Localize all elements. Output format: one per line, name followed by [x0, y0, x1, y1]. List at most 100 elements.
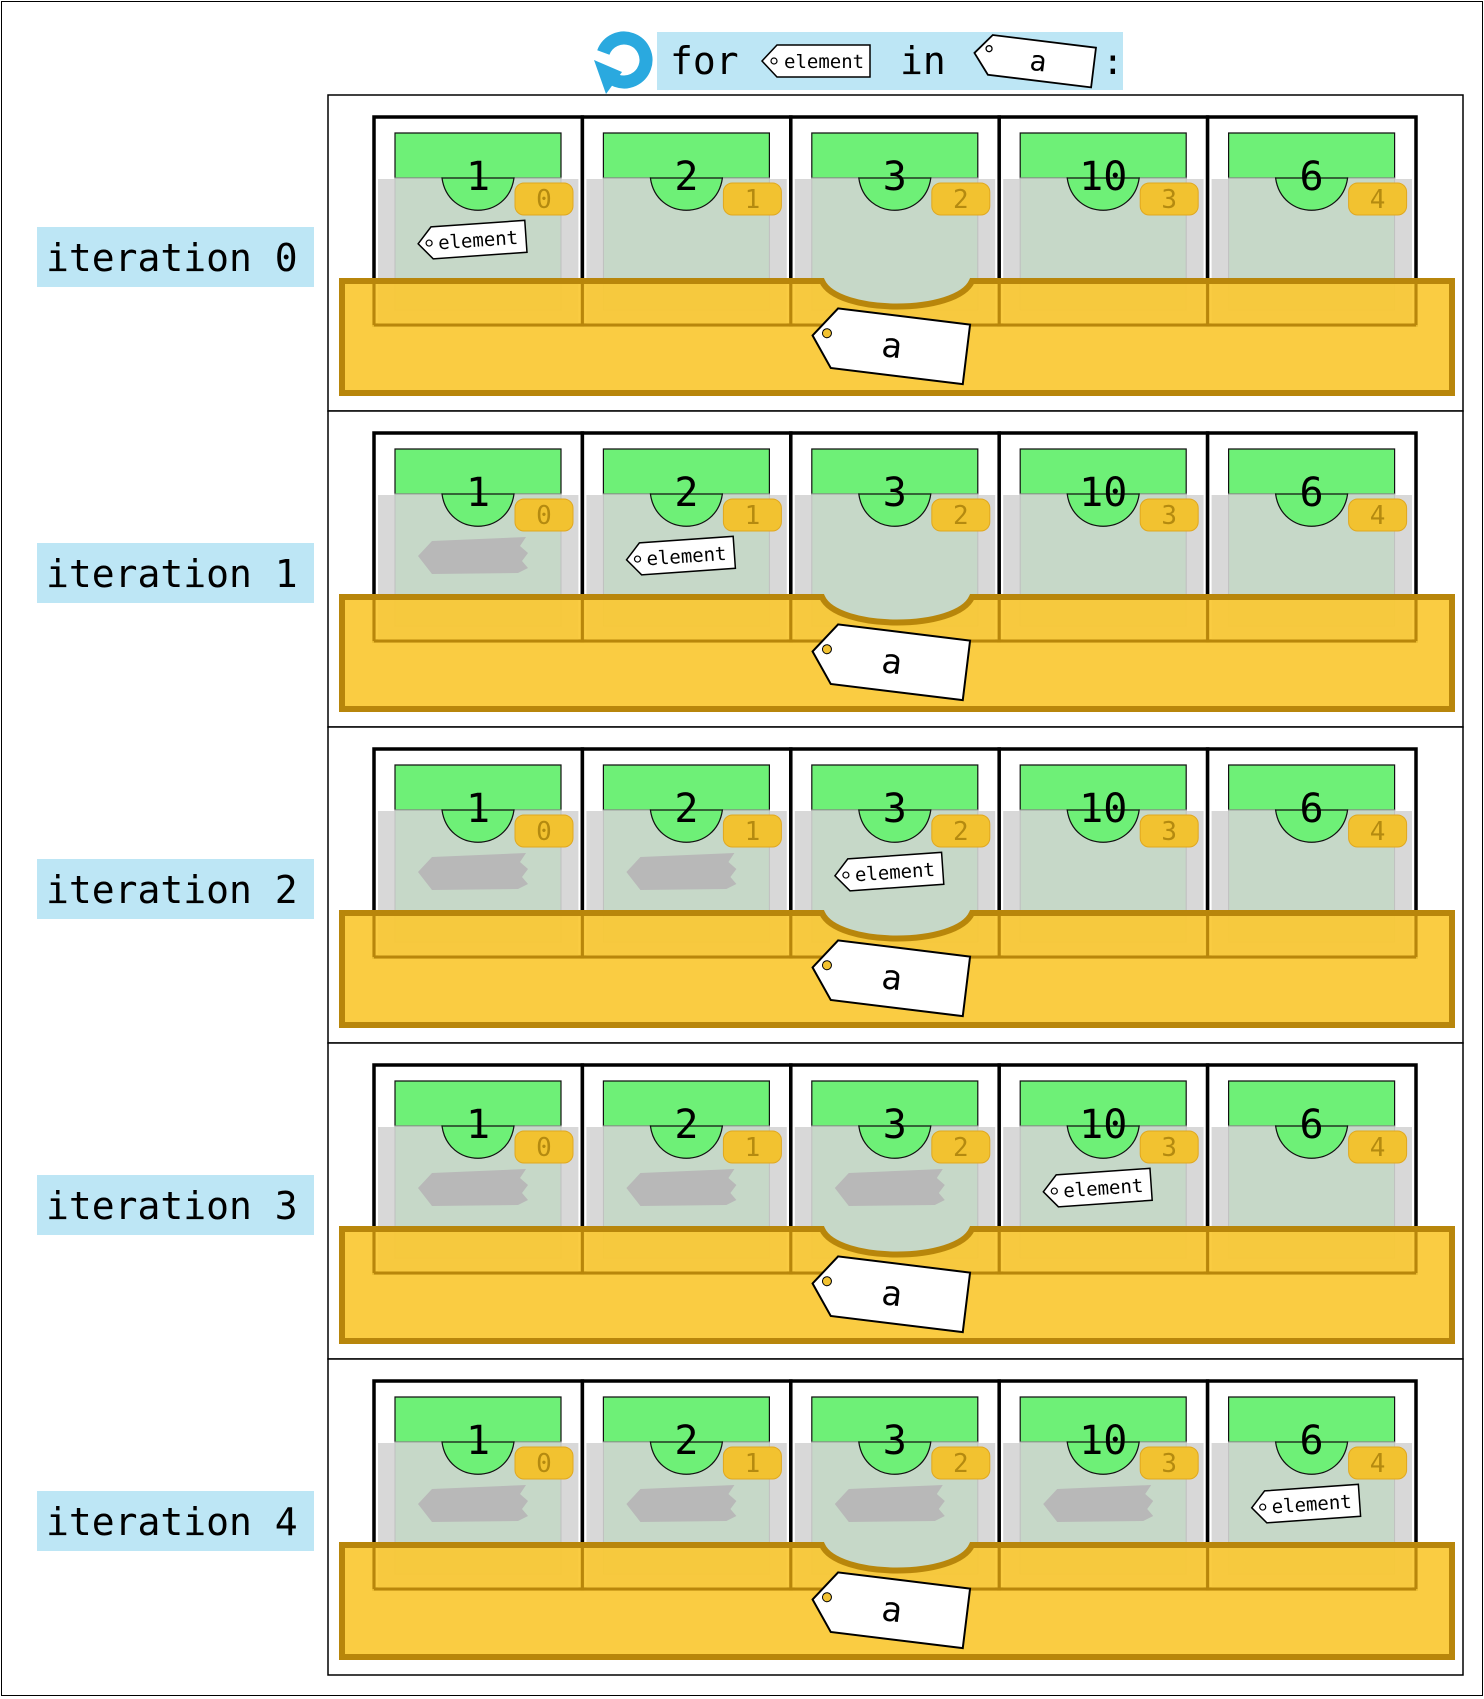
index-label: 0 — [536, 817, 552, 847]
cell-value: 2 — [674, 1418, 698, 1464]
cell-value: 3 — [883, 1418, 907, 1464]
variable-tag-shape — [811, 1571, 972, 1650]
iteration-label-background — [37, 1175, 314, 1235]
element-tag: element — [417, 219, 528, 260]
index-label: 3 — [1161, 185, 1177, 215]
variable-tag-hole — [821, 1592, 832, 1603]
cell-value: 1 — [466, 1102, 490, 1148]
iteration-label-background — [37, 1491, 314, 1551]
keyword-for: for — [670, 39, 739, 83]
cell-value: 6 — [1300, 1418, 1324, 1464]
index-badge — [722, 182, 782, 216]
index-label: 2 — [953, 1133, 969, 1163]
cell-value: 3 — [883, 786, 907, 832]
iterable-tag: a — [973, 34, 1097, 89]
index-badge — [722, 814, 782, 848]
index-label: 4 — [1370, 1133, 1386, 1163]
cell-value: 6 — [1300, 470, 1324, 516]
ghost-tag — [418, 853, 528, 890]
variable-name-tag: a — [811, 307, 972, 386]
element-tag-hole — [425, 239, 433, 247]
index-badge — [1348, 498, 1408, 532]
cell-value: 6 — [1300, 154, 1324, 200]
header-colon: : — [1102, 42, 1124, 83]
index-label: 4 — [1370, 1449, 1386, 1479]
cell-notch — [858, 809, 932, 843]
cell-value: 6 — [1300, 1102, 1324, 1148]
index-label: 3 — [1161, 501, 1177, 531]
index-badge — [722, 1130, 782, 1164]
cell-value: 10 — [1079, 1418, 1127, 1464]
index-label: 3 — [1161, 817, 1177, 847]
index-badge — [931, 1446, 991, 1480]
cell-value: 2 — [674, 470, 698, 516]
cell-value: 3 — [883, 470, 907, 516]
element-tag-hole — [633, 555, 642, 563]
ghost-tag — [626, 1485, 737, 1522]
index-label: 1 — [745, 1449, 761, 1479]
index-badge — [1139, 1446, 1199, 1480]
index-label: 1 — [745, 1133, 761, 1163]
index-badge — [1139, 498, 1199, 532]
element-tag: element — [1250, 1483, 1362, 1524]
index-badge — [514, 1446, 574, 1480]
index-badge — [931, 814, 991, 848]
index-badge — [1139, 1130, 1199, 1164]
keyword-in: in — [900, 39, 946, 83]
index-label: 2 — [953, 817, 969, 847]
index-label: 4 — [1370, 817, 1386, 847]
variable-tag-shape — [811, 939, 972, 1018]
loop-variable-label: element — [784, 51, 864, 73]
iteration-label-text: iteration 4 — [46, 1500, 298, 1544]
cell-value: 10 — [1079, 470, 1127, 516]
cell-value: 10 — [1079, 1102, 1127, 1148]
index-badge — [1139, 182, 1199, 216]
ghost-tag — [834, 1169, 945, 1206]
index-badge — [514, 182, 574, 216]
variable-name-tag: a — [811, 1571, 972, 1650]
cell-value: 2 — [674, 1102, 698, 1148]
ghost-tag — [626, 853, 737, 890]
element-tag-hole — [1050, 1187, 1058, 1195]
ghost-tag — [1043, 1485, 1154, 1522]
cell-value: 3 — [883, 1102, 907, 1148]
iteration-label-text: iteration 0 — [46, 236, 298, 280]
iteration-label-text: iteration 3 — [46, 1184, 298, 1228]
variable-tag-shape — [811, 307, 972, 386]
cell-notch — [441, 1441, 515, 1475]
cell-notch — [649, 177, 724, 211]
index-badge — [931, 1130, 991, 1164]
index-label: 1 — [745, 817, 761, 847]
cell-value: 2 — [674, 786, 698, 832]
iteration-label-background — [37, 859, 314, 919]
cell-notch — [1066, 809, 1140, 843]
cell-value: 2 — [674, 154, 698, 200]
loop-header: for element in a : — [594, 31, 1124, 94]
cell-notch — [649, 1441, 724, 1475]
cell-value: 3 — [883, 154, 907, 200]
variable-tag-label: a — [879, 1589, 904, 1631]
cell-notch — [1066, 177, 1140, 211]
ghost-tag — [418, 537, 528, 574]
cell-value: 6 — [1300, 786, 1324, 832]
index-badge — [1348, 182, 1408, 216]
cell-value: 1 — [466, 470, 490, 516]
variable-name-tag: a — [811, 623, 972, 702]
cell-notch — [1274, 493, 1349, 527]
index-label: 2 — [953, 185, 969, 215]
iteration-label-text: iteration 2 — [46, 868, 298, 912]
index-badge — [1139, 814, 1199, 848]
variable-tag-label: a — [879, 1273, 904, 1315]
cell-notch — [1274, 1441, 1349, 1475]
iteration-label-background — [37, 227, 314, 287]
variable-name-tag: a — [811, 1255, 972, 1334]
index-label: 4 — [1370, 501, 1386, 531]
element-tag-shape — [1042, 1167, 1153, 1208]
iteration-label: iteration 2 — [37, 859, 314, 919]
cell-notch — [649, 809, 724, 843]
element-tag-shape — [833, 851, 945, 892]
cell-notch — [1274, 809, 1349, 843]
index-badge — [722, 1446, 782, 1480]
